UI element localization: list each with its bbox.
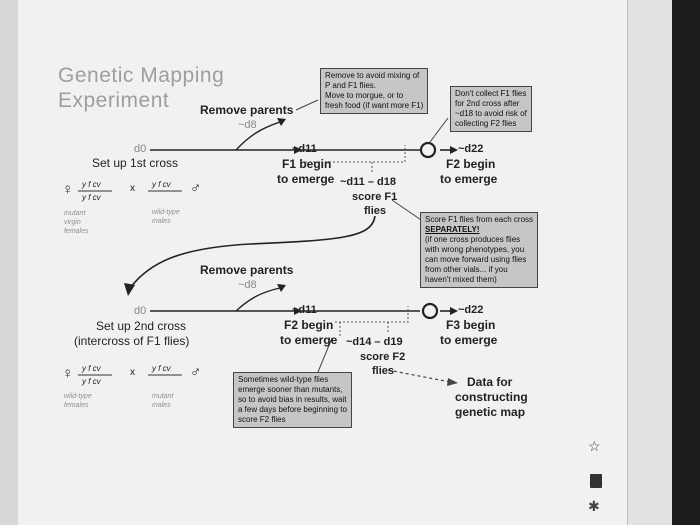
to-emerge-2: to emerge: [280, 333, 338, 347]
f2-begin-2: F2 begin: [284, 318, 334, 332]
star-icon[interactable]: ☆: [588, 438, 601, 454]
remove-day-2: ~d8: [238, 279, 257, 291]
male-symbol-1: ♂: [190, 180, 202, 197]
female-genotype-bottom-1: y f cv: [82, 193, 101, 202]
d11-d18: ~d11 – d18: [340, 176, 396, 188]
title-line-1: Genetic Mapping: [58, 64, 225, 87]
cross-symbol-1: x: [130, 183, 135, 194]
female-symbol-1: ♀: [62, 181, 74, 198]
remove-day-1: ~d8: [238, 119, 257, 131]
remove-parents-1: Remove parents: [200, 103, 294, 117]
score-f2: score F2: [360, 351, 406, 363]
d0-2: d0: [134, 305, 147, 317]
to-emerge-1b: to emerge: [440, 172, 498, 186]
male-genotype-1: y f cv: [152, 180, 171, 189]
genetic-map: genetic map: [455, 405, 526, 419]
f2-begin: F2 begin: [446, 157, 496, 171]
f1-begin: F1 begin: [282, 157, 332, 171]
data-for: Data for: [467, 375, 513, 389]
title-line-2: Experiment: [58, 89, 170, 112]
male-genotype-2: y f cv: [152, 364, 171, 373]
d22-2: ~d22: [458, 304, 484, 316]
setup-cross-2-sub: (intercross of F1 flies): [74, 334, 190, 348]
constructing: constructing: [455, 390, 528, 404]
setup-cross-1: Set up 1st cross: [92, 156, 179, 170]
flies-1: flies: [364, 205, 387, 217]
cross-symbol-2: x: [130, 367, 135, 378]
female-symbol-2: ♀: [62, 365, 74, 382]
female-genotype-top-1: y f cv: [82, 180, 101, 189]
setup-cross-2: Set up 2nd cross: [96, 319, 187, 333]
male-symbol-2: ♂: [190, 364, 202, 381]
to-emerge-1: to emerge: [277, 172, 335, 186]
d11-1: ~d11: [292, 143, 317, 155]
d0-1: d0: [134, 143, 147, 155]
d14-d19: ~d14 – d19: [346, 336, 403, 348]
score-f1: score F1: [352, 191, 398, 203]
female-genotype-bottom-2: y f cv: [82, 377, 101, 386]
screen-edge: [672, 0, 700, 525]
d11-2: ~d11: [292, 304, 317, 316]
to-emerge-2b: to emerge: [440, 333, 498, 347]
remove-parents-2: Remove parents: [200, 263, 294, 277]
callout-score-separately: Score F1 flies from each cross SEPARATEL…: [420, 212, 539, 288]
flies-2: flies: [372, 365, 395, 377]
settings-icon[interactable]: ✱: [588, 498, 600, 514]
female-genotype-top-2: y f cv: [82, 364, 101, 373]
book-icon[interactable]: [590, 474, 602, 488]
f3-begin: F3 begin: [446, 318, 496, 332]
d22-1: ~d22: [458, 143, 484, 155]
